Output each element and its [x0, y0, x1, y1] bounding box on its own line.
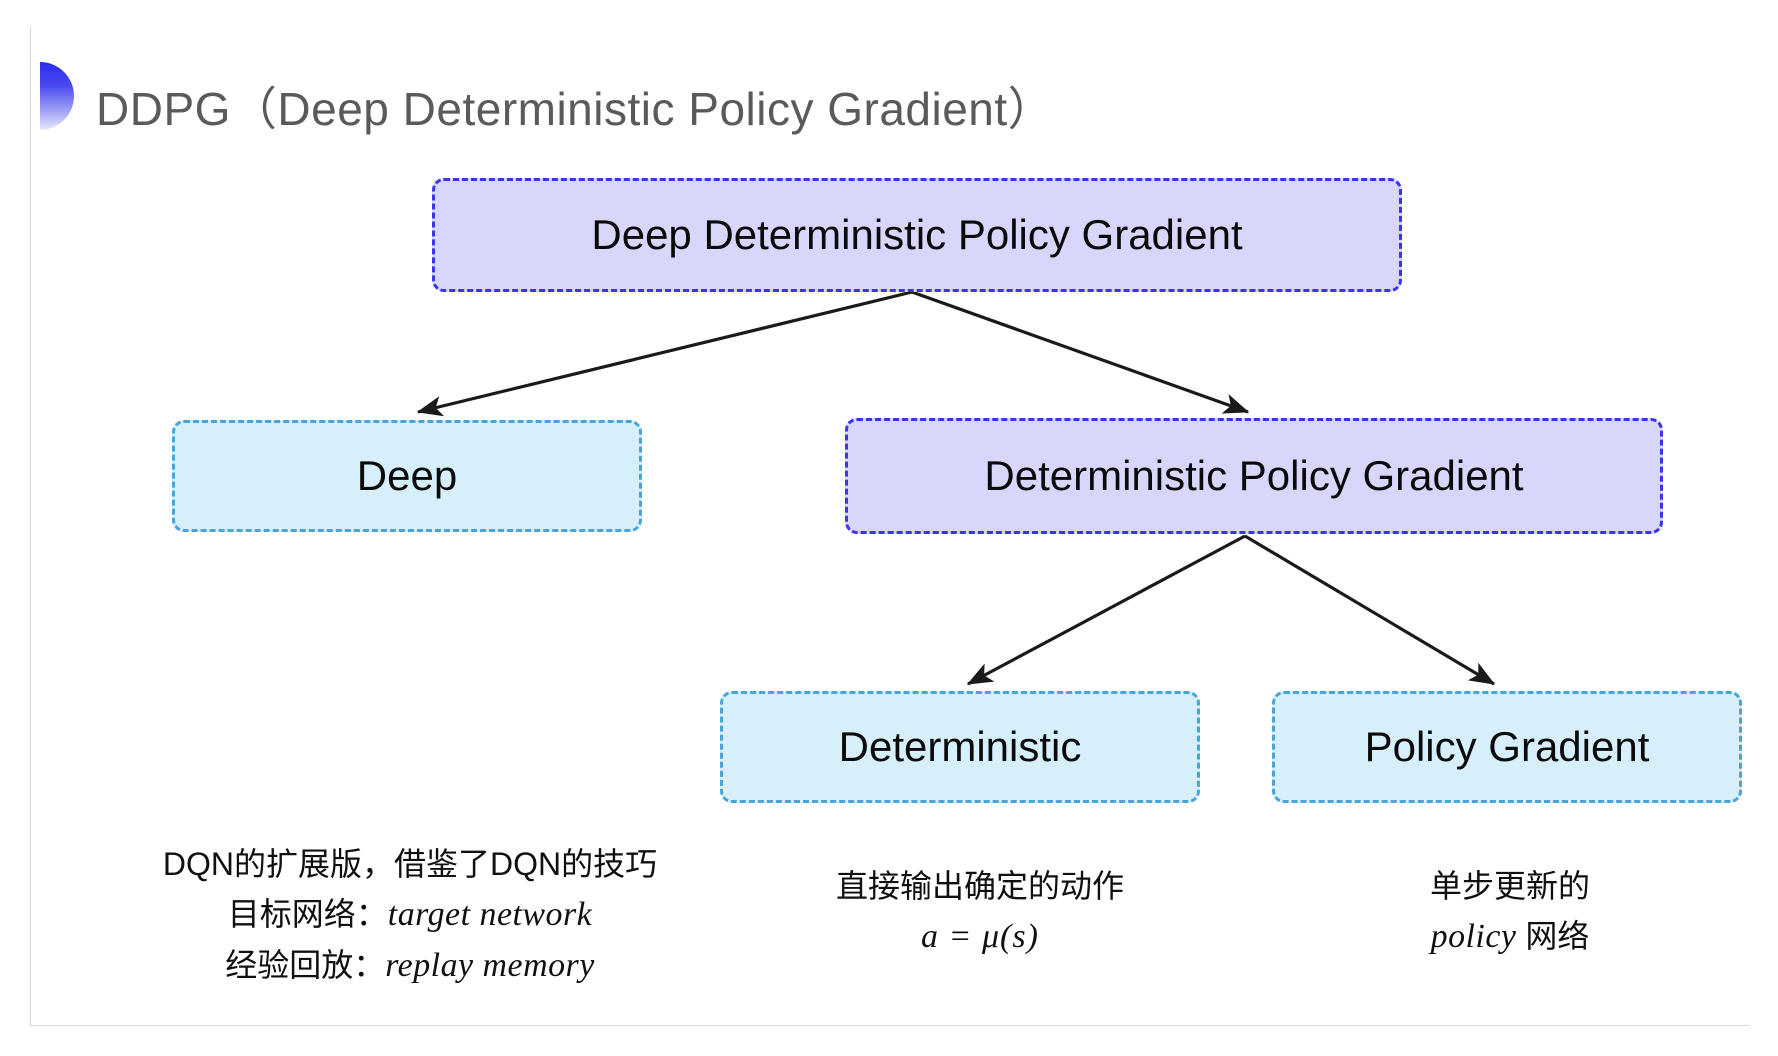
page-title: DDPG（Deep Deterministic Policy Gradient） [96, 83, 1055, 135]
caption-deterministic-formula: a = μ(s) [921, 917, 1039, 955]
caption-policy-gradient: 单步更新的 policy 网络 [1345, 862, 1675, 962]
caption-policy-gradient-line1: 单步更新的 [1429, 868, 1590, 904]
node-policy-gradient-label: Policy Gradient [1364, 722, 1650, 770]
node-root-label: Deep Deterministic Policy Gradient [591, 210, 1243, 258]
node-deterministic-policy-gradient[interactable]: Deterministic Policy Gradient [845, 418, 1663, 534]
node-deterministic[interactable]: Deterministic [720, 691, 1200, 803]
arrow-root-to-deep [416, 290, 913, 417]
caption-policy-gradient-line2: policy 网络 [1345, 911, 1675, 963]
caption-deep-line2-label: 目标网络： [227, 895, 388, 932]
title-bullet-icon [40, 62, 74, 130]
caption-deep-line1: DQN的扩展版，借鉴了DQN的技巧 [162, 846, 658, 882]
slide-bottom-edge [30, 1025, 1750, 1026]
caption-policy-gradient-line2-value: policy [1430, 917, 1517, 955]
node-policy-gradient[interactable]: Policy Gradient [1272, 691, 1742, 803]
caption-deep-line3-value: replay memory [385, 947, 595, 985]
node-deep[interactable]: Deep [172, 420, 642, 532]
slide-left-edge [30, 26, 31, 1026]
arrow-root-to-dpg [911, 290, 1250, 414]
node-deterministic-label: Deterministic [838, 722, 1082, 770]
caption-deep-line2-value: target network [387, 895, 593, 933]
arrow-dpg-to-policy-gradient [1244, 534, 1496, 686]
caption-deep-line3-label: 经验回放： [225, 947, 386, 984]
caption-deterministic-line1: 直接输出确定的动作 [835, 868, 1124, 904]
node-dpg-label: Deterministic Policy Gradient [984, 451, 1524, 499]
caption-deep-line2: 目标网络：target network [140, 889, 680, 941]
arrow-dpg-to-deterministic [966, 534, 1246, 686]
caption-deep-line3: 经验回放：replay memory [140, 940, 680, 992]
node-deep-deterministic-policy-gradient[interactable]: Deep Deterministic Policy Gradient [432, 178, 1402, 292]
caption-deterministic: 直接输出确定的动作 a = μ(s) [800, 862, 1160, 962]
caption-deep: DQN的扩展版，借鉴了DQN的技巧 目标网络：target network 经验… [140, 840, 680, 992]
caption-policy-gradient-line2-suffix: 网络 [1516, 917, 1590, 954]
node-deep-label: Deep [356, 451, 458, 499]
